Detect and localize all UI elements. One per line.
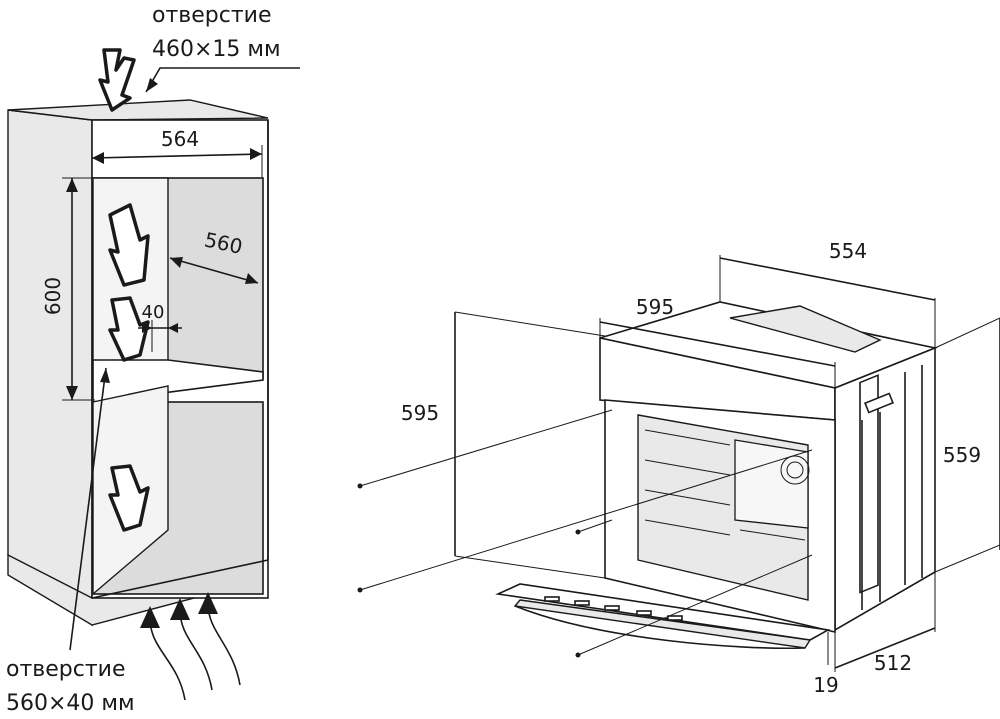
oven-side-rib-1 [859,374,879,594]
oven-side [834,346,936,632]
top-opening-size: 460×15 мм [152,37,281,62]
cabinet-gap-label: 40 [142,302,165,323]
airflow-arrow-top [98,48,136,112]
oven-front-height-label: 595 [401,401,439,425]
airflow-arrow-upper [108,203,150,287]
cabinet-width-label: 564 [161,127,199,151]
oven-body-height-label: 559 [943,443,981,467]
airflow-in-arrowhead-1 [140,606,160,628]
oven-door-thickness-label: 19 [813,673,838,697]
oven-top-vent [729,305,882,353]
cabinet-drawing: 564 560 600 40 отверстие 460×15 мм отвер… [6,3,300,716]
oven-front-width-label: 595 [636,295,674,319]
screw-leaders [357,409,813,658]
oven-drawing: 554 595 595 559 512 19 [357,239,1000,697]
airflow-in-arrow-1 [149,617,186,701]
oven-door [495,583,831,641]
bottom-opening-size: 560×40 мм [6,691,135,716]
cabinet-shelf [92,359,264,403]
cabinet-top [7,99,269,121]
oven-body-depth-label: 512 [874,651,912,675]
oven-back-wall [734,439,809,529]
bottom-opening-label: отверстие [6,657,126,682]
oven-rack-lines [644,429,806,541]
airflow-arrow-middle [108,296,150,362]
cabinet-height-label: 600 [41,277,65,315]
oven-depth-total-label: 554 [829,239,867,263]
cabinet-side-panel [7,109,93,627]
door-slots [544,596,683,621]
oven-fan [780,455,810,485]
airflow-arrow-lower [108,464,150,532]
oven-handle-slot [864,392,894,414]
top-opening-label: отверстие [152,3,272,28]
